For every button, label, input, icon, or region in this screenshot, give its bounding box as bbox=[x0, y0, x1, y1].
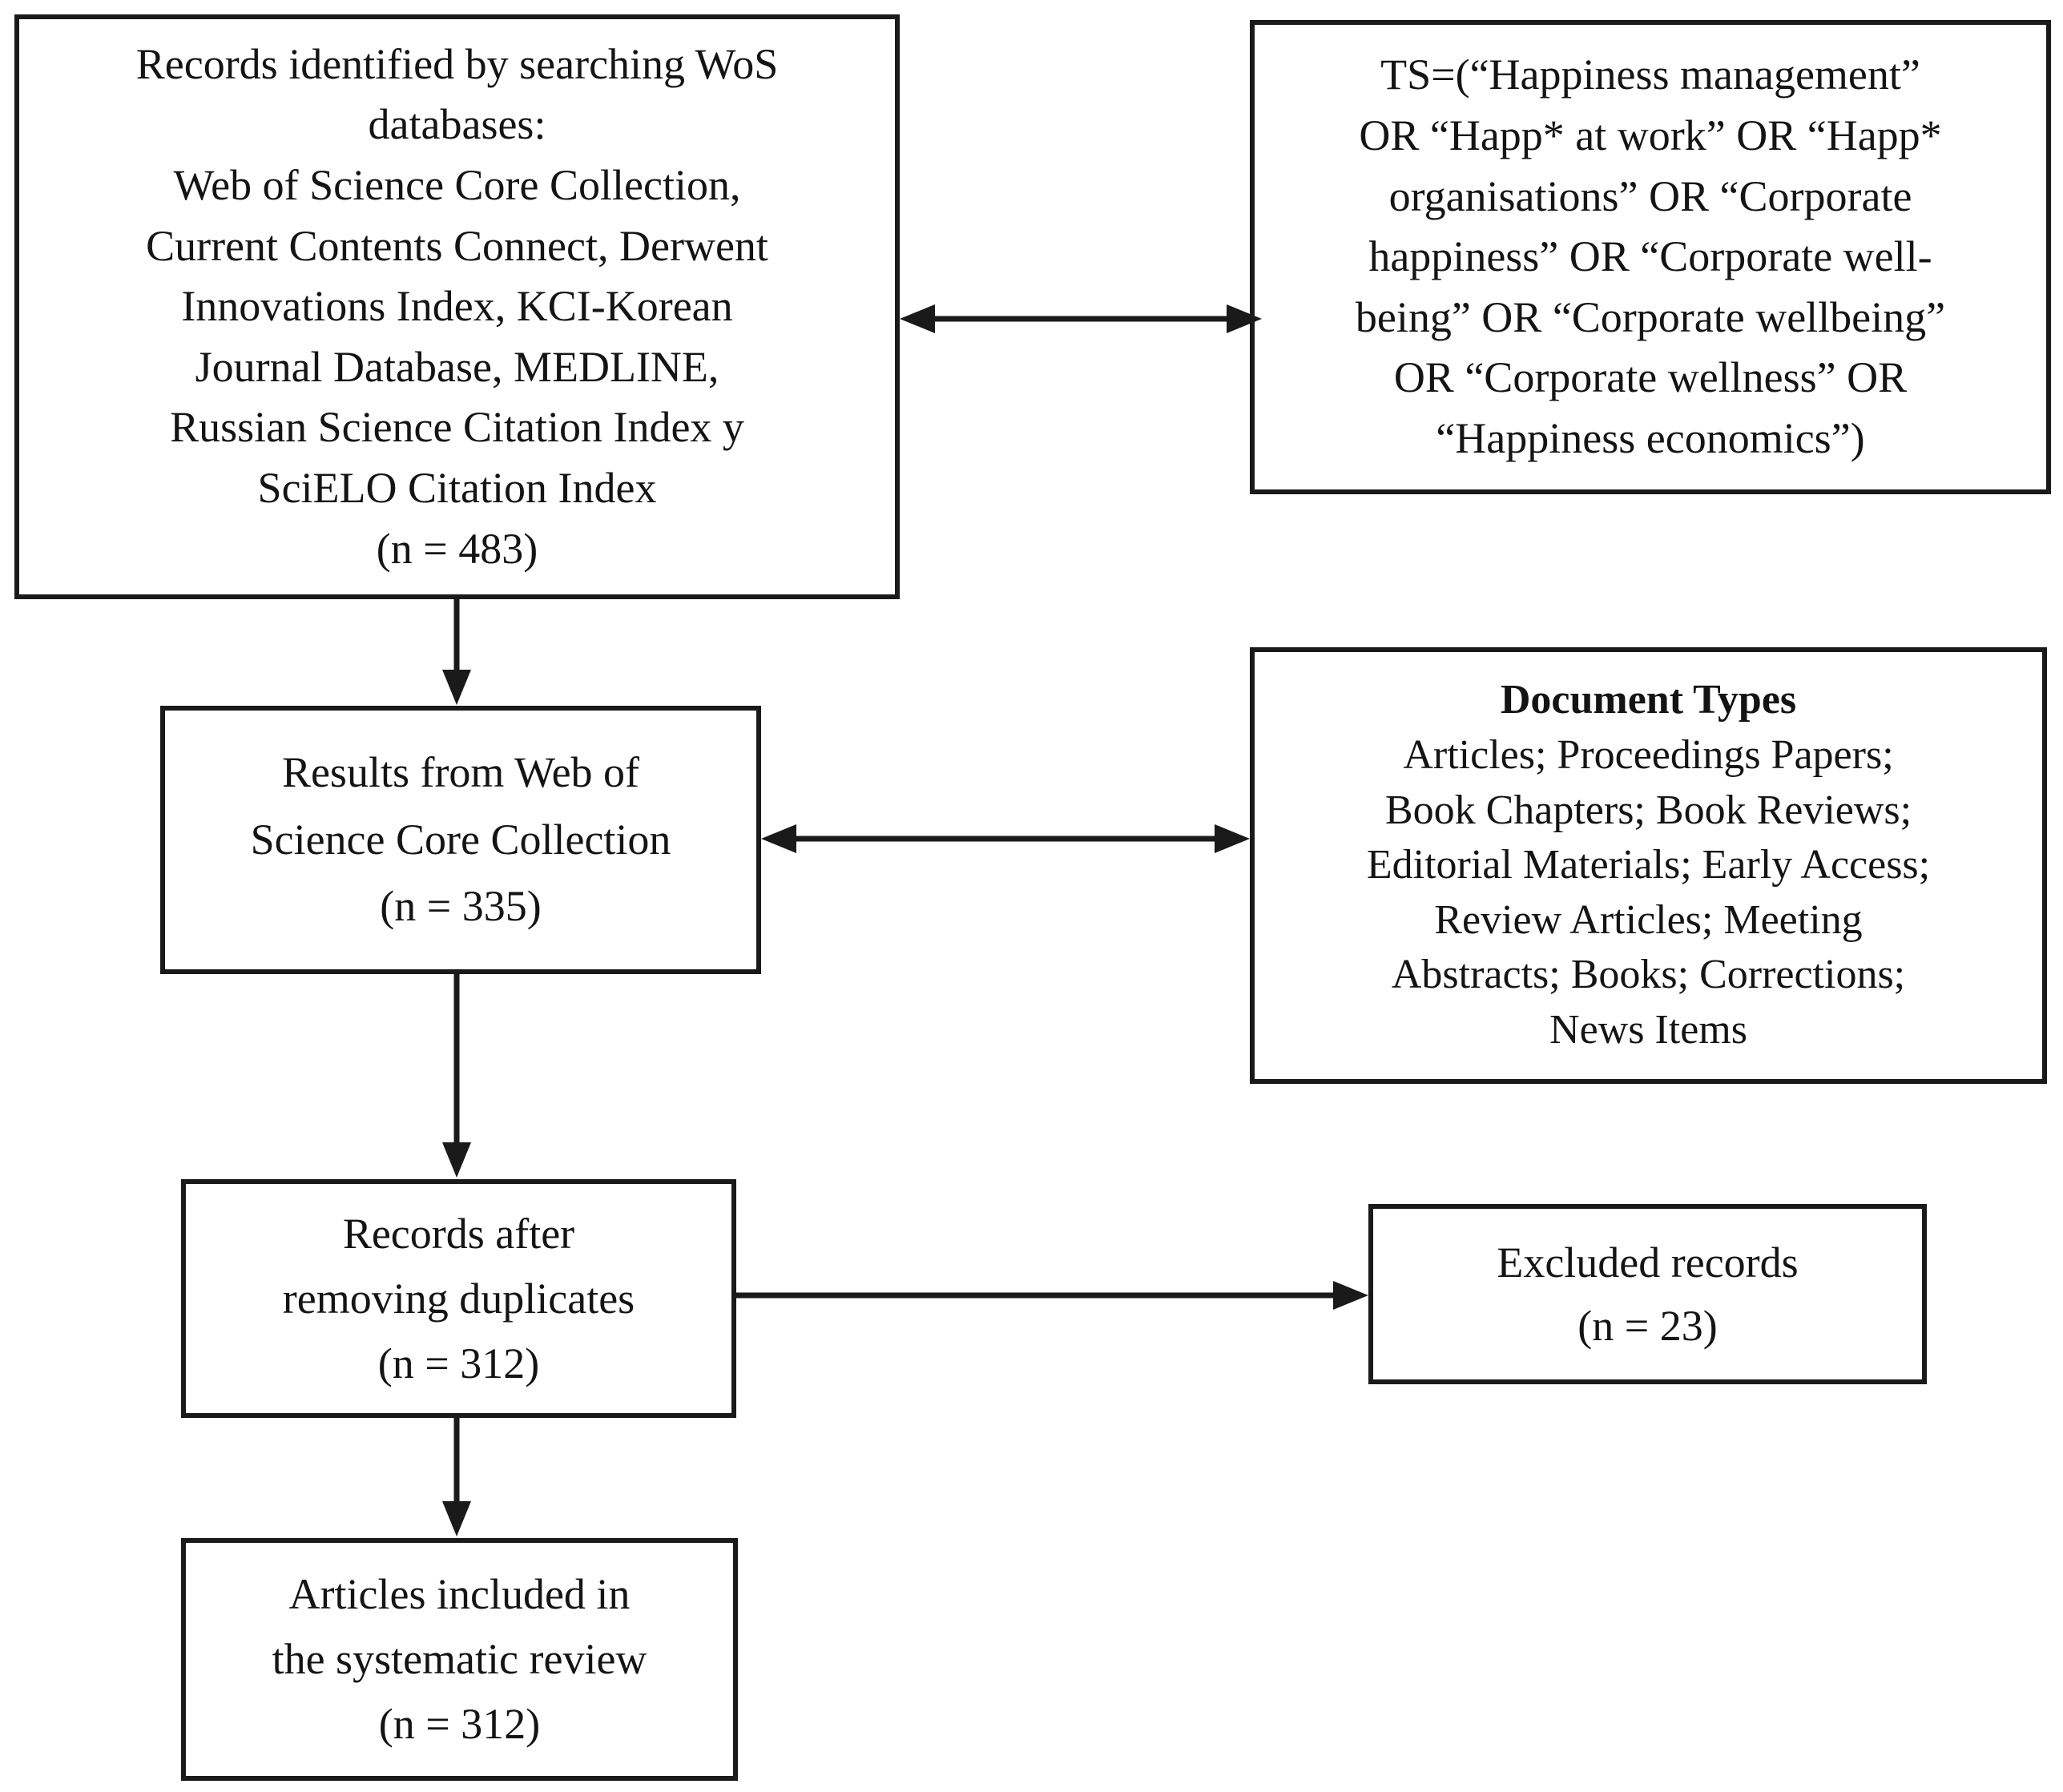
text-line: Articles included in bbox=[288, 1570, 631, 1618]
text-line: organisations” OR “Corporate bbox=[1388, 171, 1912, 220]
count-label: (n = 483) bbox=[376, 524, 538, 573]
double-arrow-records-query bbox=[900, 304, 1262, 333]
count-label: (n = 312) bbox=[377, 1339, 540, 1387]
text-line: Records after bbox=[342, 1209, 575, 1258]
arrow-identified-to-results bbox=[442, 599, 471, 705]
text-line: Web of Science Core Collection, bbox=[173, 161, 741, 210]
text-line: Current Contents Connect, Derwent bbox=[146, 221, 768, 270]
text-line: Review Articles; Meeting bbox=[1434, 896, 1863, 943]
box-records-identified: Records identified by searching WoS data… bbox=[14, 14, 900, 599]
text-line: being” OR “Corporate wellbeing” bbox=[1355, 292, 1946, 341]
text-line: Abstracts; Books; Corrections; bbox=[1391, 952, 1906, 998]
count-label: (n = 23) bbox=[1577, 1301, 1718, 1350]
text-line: Science Core Collection bbox=[250, 815, 671, 864]
text-line: SciELO Citation Index bbox=[257, 463, 657, 512]
count-label: (n = 312) bbox=[378, 1700, 541, 1748]
text-line: Russian Science Citation Index y bbox=[170, 403, 744, 452]
text-line: happiness” OR “Corporate well- bbox=[1368, 232, 1932, 281]
text-line: the systematic review bbox=[272, 1635, 647, 1683]
text-line: databases: bbox=[368, 100, 546, 149]
text-line: OR “Corporate wellness” OR bbox=[1393, 353, 1908, 402]
text-line: “Happiness economics”) bbox=[1436, 413, 1865, 462]
arrow-results-to-dedup bbox=[442, 974, 471, 1178]
box-wos-results: Results from Web of Science Core Collect… bbox=[160, 706, 761, 974]
text-line: Records identified by searching WoS bbox=[135, 39, 779, 88]
box-excluded-records: Excluded records (n = 23) bbox=[1368, 1204, 1927, 1384]
text-line: Innovations Index, KCI-Korean bbox=[181, 282, 733, 331]
text-line: Articles; Proceedings Papers; bbox=[1403, 731, 1894, 778]
text-line: Journal Database, MEDLINE, bbox=[195, 342, 719, 391]
text-line: News Items bbox=[1549, 1007, 1747, 1053]
text-line: Results from Web of bbox=[281, 747, 640, 796]
box-document-types: Document Types Articles; Proceedings Pap… bbox=[1250, 647, 2047, 1084]
text-line: removing duplicates bbox=[282, 1274, 635, 1323]
text-line: TS=(“Happiness management” bbox=[1380, 50, 1920, 99]
text-line: Editorial Materials; Early Access; bbox=[1366, 842, 1931, 888]
count-label: (n = 335) bbox=[380, 882, 542, 931]
box-records-deduplicated: Records after removing duplicates (n = 3… bbox=[181, 1179, 736, 1418]
text-line: Book Chapters; Book Reviews; bbox=[1384, 787, 1912, 833]
arrow-dedup-to-excluded bbox=[736, 1281, 1368, 1310]
box-title: Document Types bbox=[1500, 677, 1797, 723]
box-search-query: TS=(“Happiness management” OR “Happ* at … bbox=[1250, 20, 2051, 494]
double-arrow-results-doctypes bbox=[761, 824, 1250, 853]
text-line: Excluded records bbox=[1497, 1238, 1799, 1287]
arrow-dedup-to-included bbox=[442, 1418, 471, 1536]
box-articles-included: Articles included in the systematic revi… bbox=[181, 1538, 738, 1781]
text-line: OR “Happ* at work” OR “Happ* bbox=[1359, 111, 1942, 160]
